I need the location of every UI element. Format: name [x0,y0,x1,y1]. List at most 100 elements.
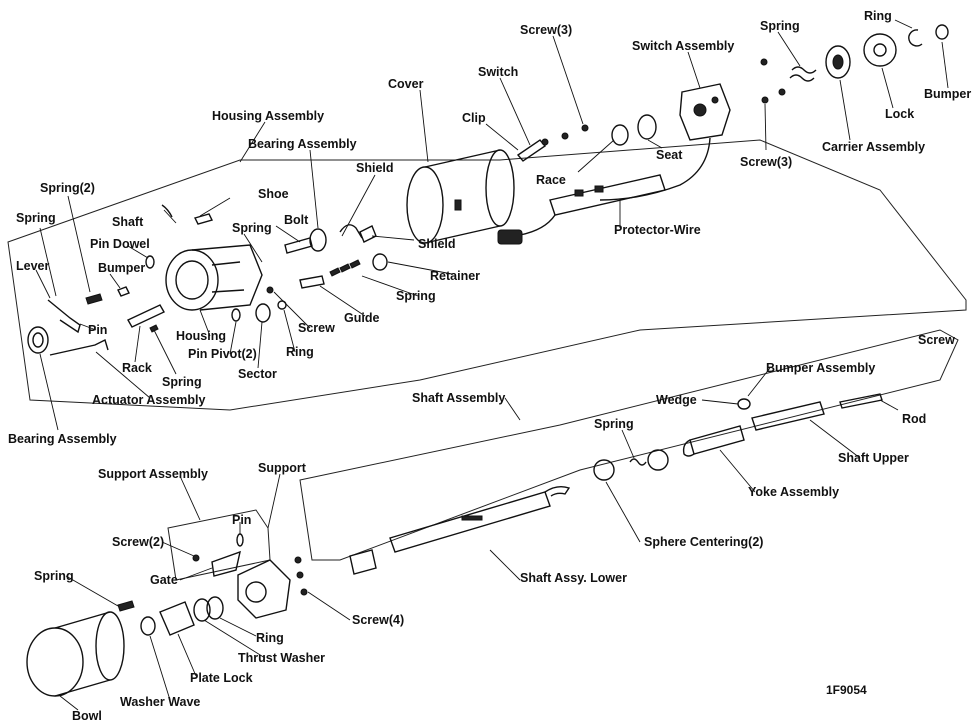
figure-id: 1F9054 [826,683,867,697]
thrust-washer-part [193,598,211,622]
carrier-assembly-part [825,45,851,79]
sphere-centering-part [593,449,669,481]
label-screw2: Screw(2) [112,535,164,549]
shield-top-part [339,224,363,239]
lock-part [863,33,897,67]
screw-top-1 [581,124,589,132]
label-screw-mid: Screw [298,321,335,335]
support-part [237,559,291,619]
housing-parts [27,204,388,356]
pin-support-part [236,533,244,547]
label-pin-pivot2: Pin Pivot(2) [188,347,257,361]
bearing-assembly-top-part [309,228,327,252]
yoke-jaw [682,439,695,457]
label-rack: Rack [122,361,152,375]
label-spring-mid: Spring [232,221,272,235]
label-retainer: Retainer [430,269,480,283]
actuator-assembly-part [49,339,109,356]
shaft-parts [349,393,883,575]
label-switch: Switch [478,65,518,79]
label-housing: Housing [176,329,226,343]
label-bumper-assembly: Bumper Assembly [766,361,875,375]
shaft-lower-stub [349,549,377,575]
label-sphere-centering2: Sphere Centering(2) [644,535,763,549]
bumper-part [117,286,130,297]
label-shaft-upper: Shaft Upper [838,451,909,465]
label-shield: Shield [418,237,456,251]
pin-dowel-part [145,255,155,269]
spring-sphere-part [629,458,647,466]
rack-part [127,304,165,328]
label-shaft: Shaft [112,215,144,229]
label-seat: Seat [656,148,683,162]
spring2-part [85,293,103,305]
screw-top-2 [561,132,569,140]
rod-part [839,393,883,409]
label-thrust-washer: Thrust Washer [238,651,325,665]
housing-part [165,244,263,311]
label-bolt: Bolt [284,213,309,227]
label-cover: Cover [388,77,424,91]
screw4-b [296,571,304,579]
bowl-part [26,611,125,697]
screw-upper-a [760,58,768,66]
label-support: Support [258,461,307,475]
bearing-assembly-left-part [27,326,49,354]
spring-bottom-part [117,600,135,612]
label-spring-left: Spring [16,211,56,225]
label-gate: Gate [150,573,178,587]
shaft-upper-part [751,401,825,431]
label-washer-wave: Washer Wave [120,695,200,709]
label-lever: Lever [16,259,49,273]
race-part [611,124,629,146]
shaft-lower-fork [544,485,571,497]
label-pin: Pin [88,323,107,337]
switch-assembly-part [599,83,731,201]
screw-top-3 [541,138,549,146]
protector-wire-part [497,174,666,245]
label-spring-sphere: Spring [594,417,634,431]
label-spring-bottom: Spring [34,569,74,583]
spring-coil-part [329,259,361,277]
label-screw4: Screw(4) [352,613,404,627]
label-spring-coil: Spring [396,289,436,303]
screw-right-1 [761,96,769,104]
label-lock: Lock [885,107,914,121]
yoke-assembly-part [689,425,745,455]
shaft-assembly-outline [299,329,959,561]
screw4-a [294,556,302,564]
label-switch-assembly: Switch Assembly [632,39,734,53]
pin-pivot-part [231,308,241,322]
label-actuator-assembly: Actuator Assembly [92,393,206,407]
washer-wave-part [140,616,156,636]
label-shoe: Shoe [258,187,289,201]
label-clip: Clip [462,111,486,125]
label-carrier-assembly: Carrier Assembly [822,140,925,154]
upper-parts [406,24,949,245]
label-protector-wire: Protector-Wire [614,223,701,237]
label-yoke-assembly: Yoke Assembly [748,485,839,499]
label-ring-top: Ring [864,9,892,23]
label-bearing-assembly-top: Bearing Assembly [248,137,357,151]
label-sector: Sector [238,367,277,381]
shaft-lower-slot [461,515,483,521]
lever-part [47,299,81,334]
gate-part [211,550,241,577]
label-pin-support: Pin [232,513,251,527]
seat-part [637,114,657,140]
label-bowl: Bowl [72,709,102,723]
retainer-part [372,253,388,271]
spring-top-part [789,66,817,82]
support-assembly-outline [167,509,271,581]
label-pin-dowel: Pin Dowel [90,237,150,251]
label-support-assembly: Support Assembly [98,467,208,481]
bolt-part [284,237,313,254]
label-shaft-assy-lower: Shaft Assy. Lower [520,571,627,585]
bearing-assembly-left-inner [32,332,44,348]
shaft-part [161,204,173,218]
shoe-part [193,213,214,225]
carrier-inner [832,54,844,70]
label-bumper-top: Bumper [924,87,971,101]
label-spring-top: Spring [760,19,800,33]
